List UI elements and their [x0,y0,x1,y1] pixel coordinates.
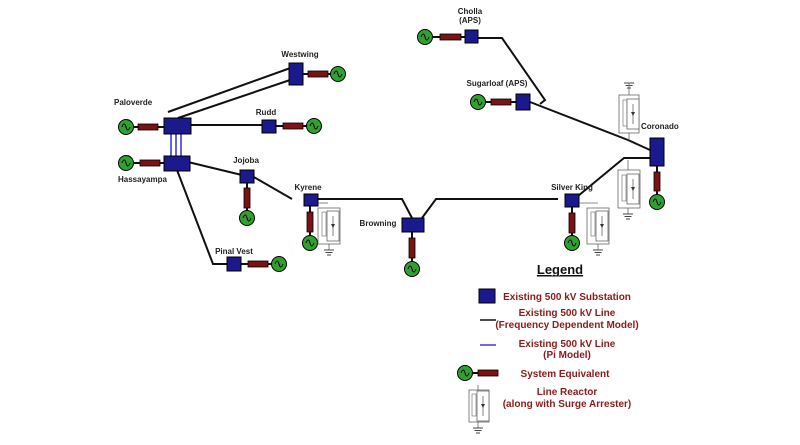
reactor-icon [306,211,314,233]
system-equivalent-icon [649,194,665,210]
node-silver-king: Silver King [551,183,610,256]
line-kyrene-browning [318,198,413,219]
line-paloverde-westwing-2 [177,77,297,119]
reactor-icon [139,159,161,167]
line-hassayampa-jojoba [187,161,247,177]
node-browning: Browning [360,217,425,277]
reactor-icon [282,122,304,130]
system-equivalent-icon [306,118,322,134]
line-browning-silverking [421,198,558,219]
substation-icon [515,93,531,111]
reactor-icon [137,123,159,131]
reactor-icon [247,260,269,268]
legend-substation-icon [478,288,496,304]
label-silver-king: Silver King [551,183,593,192]
legend-item-pi-line-sub: (Pi Model) [543,350,591,361]
legend: Legend Existing 500 kV Substation Existi… [457,262,639,434]
substation-icon [163,117,192,135]
lines [167,37,651,265]
legend-reactor-arrester-icon [468,385,490,434]
system-equivalent-icon [118,119,134,135]
substation-icon [163,155,191,172]
legend-item-line-reactor: Line Reactor [537,387,598,398]
line-reactor-arrester-top [618,82,640,140]
node-paloverde: Paloverde [114,98,192,135]
node-kyrene: Kyrene [294,183,341,256]
label-sugarloaf: Sugarloaf (APS) [467,79,528,88]
label-browning: Browning [360,219,397,228]
system-equivalent-icon [564,235,580,251]
substation-icon [239,169,255,184]
line-paloverde-westwing-1 [167,65,297,113]
label-cholla-sub: (APS) [459,16,481,25]
line-reactor-arrester [317,202,341,256]
substation-icon [303,193,319,207]
line-jojoba-kyrene [251,175,293,200]
line-reactor-arrester-lower [617,160,641,220]
legend-system-equivalent-icon [457,365,473,381]
line-reactor-arrester [579,202,610,256]
system-equivalent-icon [404,261,420,277]
label-coronado: Coronado [641,122,679,131]
legend-item-fd-line: Existing 500 kV Line [519,308,616,319]
reactor-icon [568,212,576,234]
reactor-icon [243,187,251,209]
legend-item-line-reactor-sub: (along with Surge Arrester) [503,399,632,410]
system-equivalent-icon [302,235,318,251]
legend-item-substation: Existing 500 kV Substation [503,292,631,303]
line-silverking-coronado [577,157,650,197]
substation-icon [401,217,425,233]
substation-icon [288,62,304,86]
label-hassayampa: Hassayampa [118,175,167,184]
node-rudd: Rudd [256,108,322,134]
node-pinal-vest: Pinal Vest [215,247,287,272]
pi-lines [170,133,182,157]
reactor-icon [653,171,661,192]
system-equivalent-icon [330,66,346,82]
reactor-icon [307,70,329,78]
system-equivalent-icon [470,94,486,110]
node-westwing: Westwing [281,50,346,86]
legend-title: Legend [537,262,583,277]
system-equivalent-icon [118,155,134,171]
legend-item-system-equivalent: System Equivalent [521,369,611,380]
legend-item-pi-line: Existing 500 kV Line [519,339,616,350]
line-cholla-coronado [478,37,547,105]
system-equivalent-icon [239,210,255,226]
substation-icon [464,29,479,44]
substation-icon [261,119,277,134]
system-equivalent-icon [417,29,433,45]
label-westwing: Westwing [281,50,318,59]
substation-icon [649,137,665,167]
line-sugarloaf-coronado [529,101,651,151]
node-hassayampa: Hassayampa [118,155,191,184]
substation-icon [226,256,242,272]
reactor-icon [490,98,512,106]
reactor-icon [408,237,416,259]
line-hassayampa-pinalvest [176,169,227,265]
label-pinal-vest: Pinal Vest [215,247,253,256]
legend-item-fd-line-sub: (Frequency Dependent Model) [495,320,638,331]
node-jojoba: Jojoba [233,156,259,226]
label-cholla: Cholla [458,7,483,16]
node-coronado: Coronado [617,82,679,220]
node-cholla: Cholla (APS) [417,7,483,45]
label-jojoba: Jojoba [233,156,259,165]
node-sugarloaf: Sugarloaf (APS) [467,79,531,111]
reactor-icon [439,33,462,41]
label-rudd: Rudd [256,108,277,117]
label-kyrene: Kyrene [294,183,322,192]
system-equivalent-icon [271,256,287,272]
substation-icon [564,193,580,208]
label-paloverde: Paloverde [114,98,153,107]
